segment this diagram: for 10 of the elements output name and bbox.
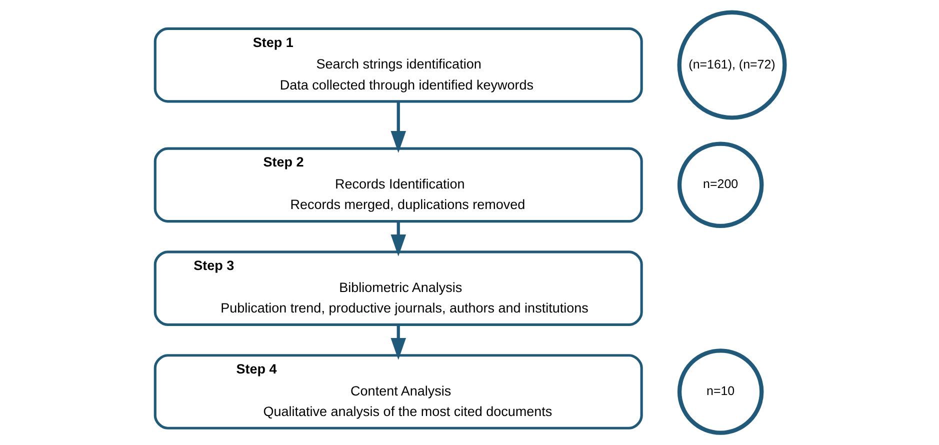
node-box: Step 3 Bibliometric Analysis Publication trend, productive journals, authors and institutions [153,250,642,326]
node-circle: n=200 [676,142,764,228]
arrow [390,101,406,153]
arrow [390,221,406,256]
node-box: Step 1 Search strings identification Data collected through identified keywords [153,27,642,103]
node-circle: (n=161), (n=72) [676,10,786,120]
node-box: Step 2 Records Identification Records merged, duplications removed [153,147,642,223]
node-circle: n=10 [676,348,764,435]
arrow [390,324,406,360]
node-box: Step 4 Content Analysis Qualitative analysis of the most cited documents [153,354,642,430]
